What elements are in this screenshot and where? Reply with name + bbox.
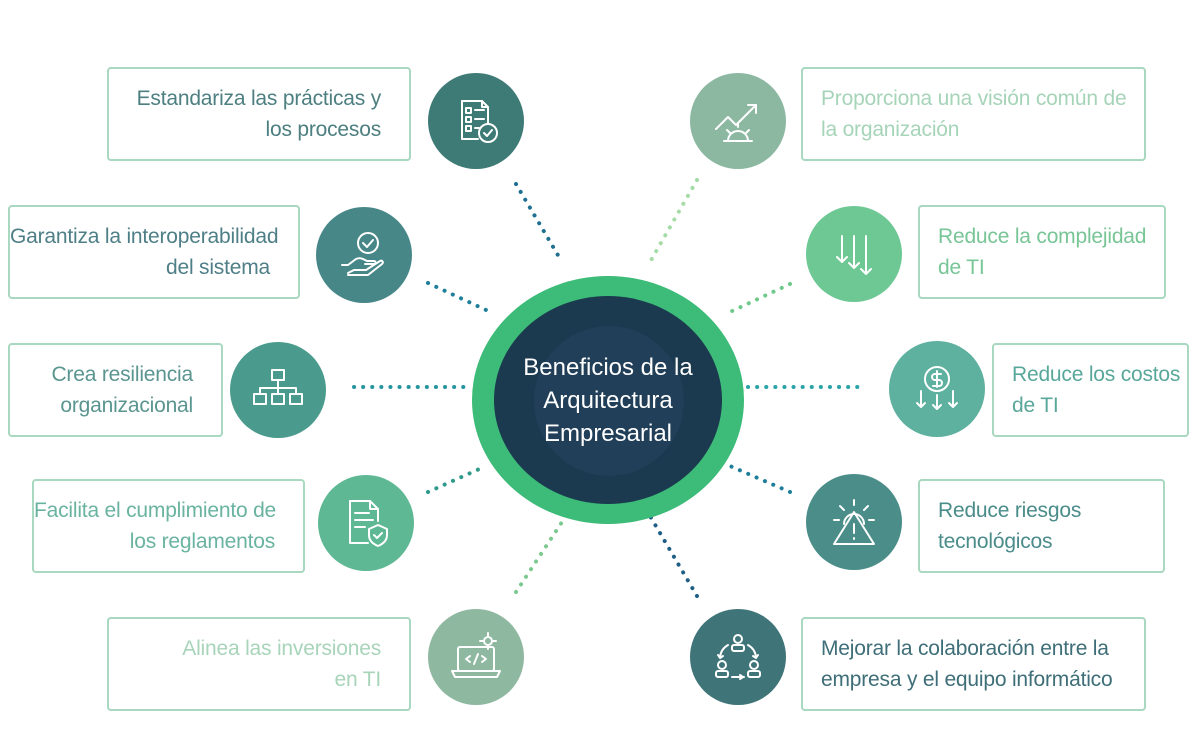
benefit-icon-circle	[316, 207, 412, 303]
benefit-icon-circle	[690, 609, 786, 705]
coin-arrows-icon	[916, 366, 958, 410]
benefit-text-line: tecnológicos	[938, 530, 1053, 553]
benefit-text-line: organizacional	[60, 394, 193, 417]
benefit-text-line: Facilita el cumplimiento de	[34, 499, 277, 522]
center-title-line-3: Empresarial	[543, 419, 673, 447]
benefit-icon-circle	[230, 342, 326, 438]
benefit-text-line: Crea resiliencia	[51, 363, 193, 386]
benefit-text-line: Mejorar la colaboración entre la	[821, 637, 1109, 660]
dotted-connector	[426, 464, 488, 494]
dotted-connector	[728, 464, 792, 494]
benefit-box-common-vision: Proporciona una visión común de la organ…	[801, 67, 1146, 161]
center-hub-core: Beneficios de la Arquitectura Empresaria…	[494, 296, 722, 504]
dotted-connector	[514, 182, 564, 264]
dotted-connector	[648, 178, 699, 264]
benefit-box-costs: Reduce los costos de TI	[992, 343, 1189, 437]
hand-check-icon	[341, 232, 384, 276]
org-chart-icon	[253, 369, 303, 405]
benefit-icon-circle	[889, 341, 985, 437]
benefit-box-standardize: Estandariza las prácticas y los procesos	[107, 67, 411, 161]
growth-gear-icon	[715, 104, 757, 142]
benefit-text-line: Reduce la complejidad	[938, 225, 1147, 248]
benefit-text-line: Proporciona una visión común de	[821, 87, 1127, 110]
dotted-connector	[426, 281, 488, 312]
benefit-text-line: de TI	[1012, 394, 1059, 417]
benefit-text-line: de TI	[938, 256, 985, 279]
benefit-text-line: los procesos	[265, 118, 382, 141]
benefit-text-line: Alinea las inversiones	[182, 637, 381, 660]
checklist-icon	[461, 100, 498, 143]
warning-gear-icon	[833, 499, 875, 545]
team-cycle-icon	[715, 634, 761, 680]
benefit-icon-circle	[428, 73, 524, 169]
dotted-connector	[514, 520, 564, 594]
benefit-box-risks: Reduce riesgos tecnológicos	[918, 479, 1165, 573]
benefit-text-line: Estandariza las prácticas y	[136, 87, 382, 110]
laptop-code-icon	[451, 632, 501, 678]
benefit-text-line: los reglamentos	[129, 530, 275, 553]
dotted-connector	[728, 282, 792, 314]
benefit-box-compliance: Facilita el cumplimiento de los reglamen…	[32, 479, 305, 573]
benefit-text-line: la organización	[821, 118, 960, 141]
benefit-box-resilience: Crea resiliencia organizacional	[8, 343, 223, 437]
benefit-text-line: del sistema	[165, 256, 270, 279]
benefit-icon-circle	[806, 206, 902, 302]
benefit-text-line: Reduce los costos	[1012, 363, 1181, 386]
benefit-text-line: empresa y el equipo informático	[821, 668, 1113, 691]
center-title-line-1: Beneficios de la	[523, 353, 693, 381]
benefit-text-line: Reduce riesgos	[938, 499, 1082, 522]
center-hub: Beneficios de la Arquitectura Empresaria…	[472, 276, 744, 524]
center-title: Beneficios de la Arquitectura Empresaria…	[523, 351, 692, 450]
center-hub-glow	[534, 326, 684, 476]
benefit-icon-circle	[690, 73, 786, 169]
arrows-down-icon	[836, 235, 872, 275]
benefit-box-interoperability: Garantiza la interoperabilidad del siste…	[8, 205, 300, 299]
benefit-icon-circle	[428, 609, 524, 705]
benefit-text-line: en TI	[334, 668, 382, 691]
benefit-text-line: Garantiza la interoperabilidad	[10, 225, 279, 248]
benefit-icon-circle	[806, 474, 902, 570]
dotted-connector	[648, 514, 699, 598]
center-title-line-2: Arquitectura	[543, 386, 673, 414]
document-shield-icon	[349, 500, 388, 547]
benefit-icon-circle	[318, 475, 414, 571]
benefit-box-complexity: Reduce la complejidad de TI	[918, 205, 1166, 299]
benefit-box-investments: Alinea las inversiones en TI	[107, 617, 411, 711]
benefit-box-collaboration: Mejorar la colaboración entre la empresa…	[801, 617, 1146, 711]
